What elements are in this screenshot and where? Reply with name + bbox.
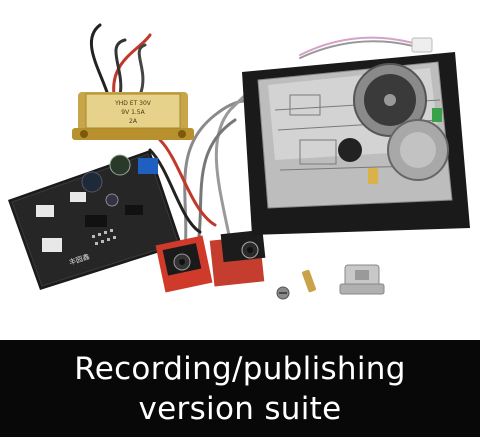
white-connector <box>36 205 54 217</box>
transformer-label-line-1: YHD ET 30V <box>114 100 152 107</box>
ic-chip <box>125 205 143 215</box>
connector-plug <box>411 37 433 53</box>
white-connector <box>70 192 86 202</box>
caption-line-2: version suite <box>138 390 342 427</box>
capacitor <box>81 171 103 193</box>
cassette-deck-mechanism <box>242 52 470 235</box>
tape-head <box>339 264 385 295</box>
transformer-label-line-2: 9V 1.5A <box>121 109 145 116</box>
rca-jack-right <box>209 229 266 287</box>
transformer-wires <box>89 23 152 97</box>
power-transformer: YHD ET 30V 9V 1.5A 2A <box>72 92 194 140</box>
caption-banner: Recording/publishing version suite <box>0 340 480 437</box>
product-photo: YHD ET 30V 9V 1.5A 2A <box>8 23 470 300</box>
header-pins <box>92 229 116 245</box>
screw <box>276 286 290 300</box>
spring-part <box>368 168 378 184</box>
pinch-roller <box>338 138 362 162</box>
brass-standoff <box>302 269 316 293</box>
amplifier-pcb: 丰园鑫 <box>8 150 182 290</box>
capacitor <box>109 154 131 176</box>
transformer-label-line-3: 2A <box>129 118 138 125</box>
ic-chip <box>85 215 107 227</box>
terminal-block <box>138 158 158 174</box>
caption-line-1: Recording/publishing <box>74 350 406 387</box>
white-connector <box>42 238 62 252</box>
capacitor <box>105 193 119 207</box>
pcb-green-tab <box>432 108 442 122</box>
rca-jack-left <box>155 235 213 293</box>
